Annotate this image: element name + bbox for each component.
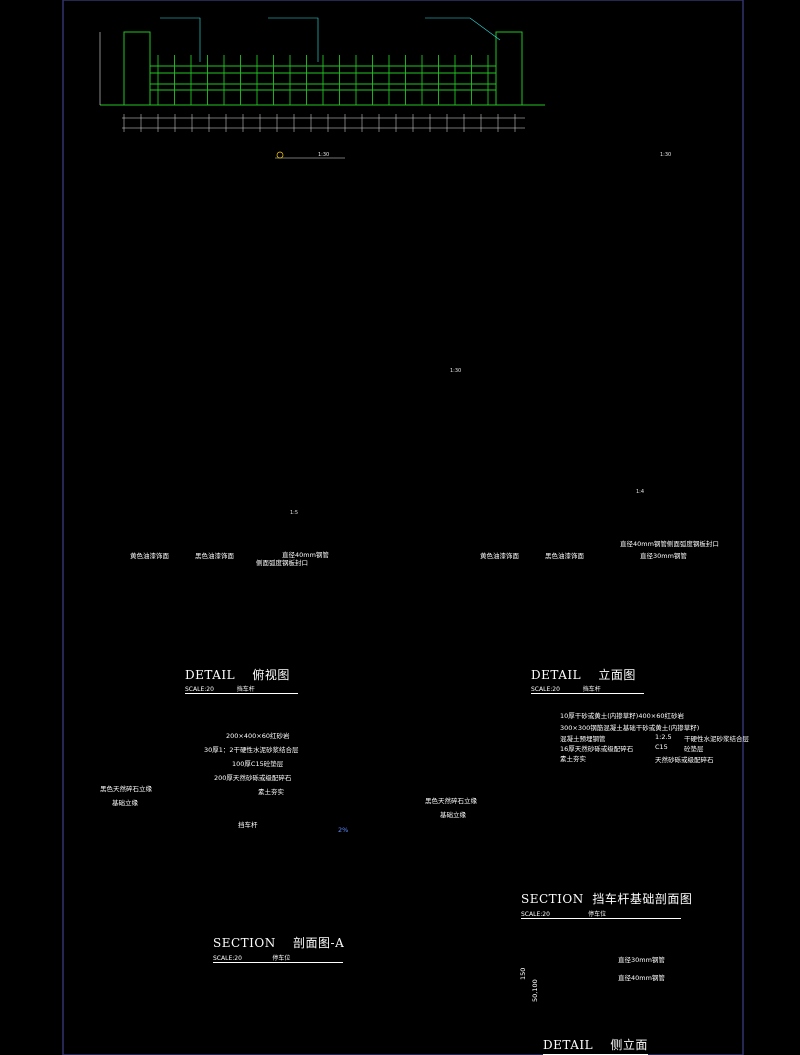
- section-a-layer-3: 100厚C15砼垫层: [232, 760, 284, 768]
- section-base-layer-4: 16厚天然砂砾或级配碎石: [560, 745, 634, 753]
- section-a-right-label-2: 基础立缘: [440, 811, 466, 819]
- detail-top-label-pipe: 直径40mm钢管: [282, 551, 329, 559]
- section-base-layer-2: 300×300钢筋混凝土基础干砂或黄土(内掺草籽): [560, 724, 700, 732]
- section-a-rail-label: 挡车杆: [238, 821, 258, 829]
- section-a-left-label-1: 黑色天然碎石立缘: [100, 785, 152, 793]
- detail-front-label-pipe30: 直径30mm钢管: [640, 552, 687, 560]
- section-a-layer-4: 200厚天然砂砾或级配碎石: [214, 774, 292, 782]
- detail-front-caption: SCALE:20 挡车杆: [531, 684, 644, 694]
- section-a-layer-5: 素土夯实: [258, 788, 284, 796]
- fence-elevation-1: [99, 17, 545, 159]
- detail-front-label-yellow: 黄色油漆饰面: [480, 552, 519, 560]
- fence-2-scale: 1:30: [450, 368, 462, 374]
- detail-front-label-black: 黑色油漆饰面: [545, 552, 584, 560]
- section-a-title: SECTION 剖面图-A: [213, 936, 345, 950]
- side-detail-label-30: 直径30mm钢管: [618, 956, 665, 964]
- detail-front-label-pipe40: 直径40mm钢管侧面弧度钢板封口: [620, 540, 719, 548]
- grid-plan-scale: 1:5: [290, 510, 299, 516]
- section-base-right-4: 砼垫层: [684, 745, 704, 753]
- section-base-right-2: 干硬性水泥砂浆结合层: [684, 735, 749, 743]
- section-base-right-1: 1:2.5: [655, 733, 672, 741]
- section-a-layer-1: 200×400×60红砂岩: [226, 732, 290, 740]
- wall-section-scale: 1:4: [636, 489, 645, 495]
- side-detail-label-40: 直径40mm钢管: [618, 974, 665, 982]
- section-a-caption: SCALE:20 停车位: [213, 953, 343, 963]
- section-base-right-3: C15: [655, 743, 668, 751]
- detail-top-label-plate: 侧面弧度钢板封口: [256, 559, 308, 567]
- detail-top-title: DETAIL 俯视图: [185, 668, 290, 682]
- section-base-layer-1: 10厚干砂或黄土(内掺草籽)400×60红砂岩: [560, 712, 684, 720]
- section-base-title: SECTION 挡车杆基础剖面图: [521, 892, 693, 906]
- section-a-slope: 2%: [338, 826, 349, 834]
- section-base-layer-3: 混凝土预埋钢管: [560, 735, 606, 743]
- section-a-left-label-2: 基础立缘: [112, 799, 138, 807]
- sheet-frame: [62, 0, 744, 1055]
- panel-detail-scale: 1:30: [660, 152, 672, 158]
- side-detail-dim-50-100: 50,100: [531, 979, 539, 1002]
- section-a-layer-2: 30厚1：2干硬性水泥砂浆结合层: [204, 746, 299, 754]
- detail-top-label-black: 黑色油漆饰面: [195, 552, 234, 560]
- section-base-right-5: 天然砂砾或级配碎石: [655, 756, 714, 764]
- side-detail-dim-150: 150: [519, 967, 527, 980]
- detail-top-label-yellow: 黄色油漆饰面: [130, 552, 169, 560]
- section-a-right-label-1: 黑色天然碎石立缘: [425, 797, 477, 805]
- detail-front-title: DETAIL 立面图: [531, 668, 636, 682]
- detail-top-caption: SCALE:20 挡车杆: [185, 684, 298, 694]
- section-base-layer-5: 素土夯实: [560, 755, 586, 763]
- fence-1-scale: 1:30: [318, 152, 330, 158]
- side-detail-title: DETAIL 侧立面: [543, 1036, 648, 1055]
- section-base-caption: SCALE:20 停车位: [521, 909, 681, 919]
